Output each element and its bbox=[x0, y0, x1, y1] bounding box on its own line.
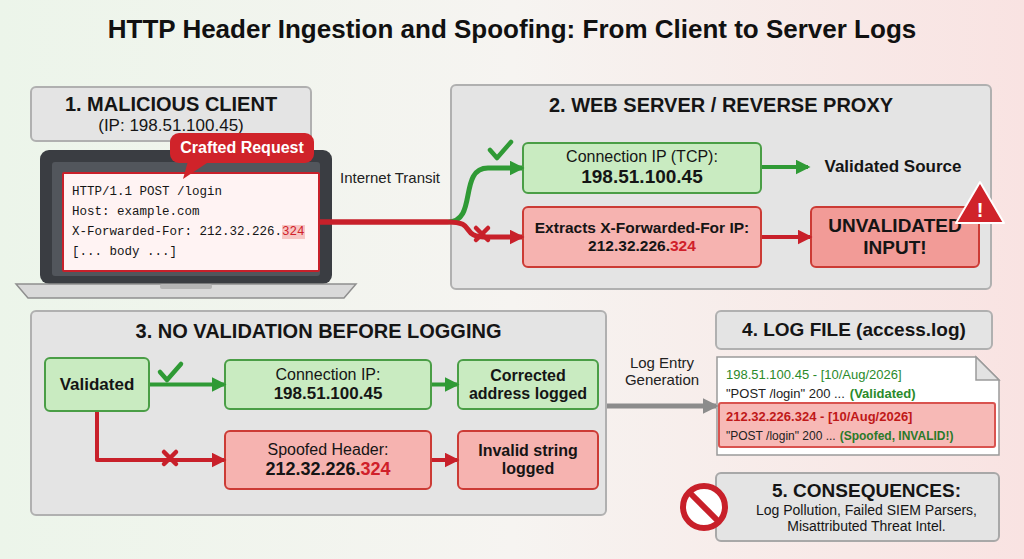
consequence-box: 5. CONSEQUENCES:Log Pollution, Failed SI… bbox=[715, 472, 1000, 542]
panel-heading: 4. LOG FILE (access.log) bbox=[715, 310, 993, 350]
node-text: Validated Source bbox=[825, 157, 962, 177]
laptop-lid bbox=[40, 150, 332, 284]
highlight-octet: 324 bbox=[282, 225, 305, 239]
node-text: Connection IP: bbox=[276, 366, 381, 384]
panel: 3. NO VALIDATION BEFORE LOGGING Validated… bbox=[30, 310, 607, 516]
node-text: 3. NO VALIDATION BEFORE LOGGING bbox=[136, 320, 502, 343]
node-text: "POST /login" 200 ... bbox=[726, 429, 836, 443]
node-text: Corrected address logged bbox=[462, 367, 594, 403]
request-screen: HTTP/1.1 POST /loginHost: example.comX-F… bbox=[62, 172, 320, 272]
warning-mark: ! bbox=[958, 197, 1002, 223]
node-text: Validated bbox=[60, 375, 135, 395]
node-text: [... body ...] bbox=[72, 242, 177, 262]
page-fold bbox=[976, 357, 999, 380]
panel: 2. WEB SERVER / REVERSE PROXY Connection … bbox=[450, 84, 992, 290]
node-text: 2. WEB SERVER / REVERSE PROXY bbox=[549, 94, 893, 117]
node-text: 198.51.100.45 bbox=[581, 166, 703, 188]
connector-line bbox=[320, 220, 448, 225]
node-text: Crafted Request bbox=[180, 139, 304, 157]
decision-box: Validated bbox=[44, 357, 150, 412]
node-text: 1. MALICIOUS CLIENT bbox=[65, 93, 277, 116]
highlight-octet: 324 bbox=[670, 237, 696, 254]
laptop-bezel bbox=[52, 162, 320, 276]
highlight-octet: 324 bbox=[361, 459, 391, 479]
process-box: Spoofed Header:212.32.226.324 bbox=[224, 430, 432, 490]
result-box: Corrected address logged bbox=[457, 359, 599, 410]
node-text: (Spoofed, INVALID!) bbox=[840, 429, 954, 443]
log-document: 198.51.100.45 - [10/Aug/2026] "POST /logi… bbox=[716, 356, 1000, 456]
log-entry: 212.32.226.324 - [10/Aug/2026] "POST /log… bbox=[718, 402, 996, 448]
node-text: (Validated) bbox=[850, 386, 916, 401]
edge-label: Log Entry Generation bbox=[607, 350, 717, 392]
node-text: 212.32.226.324 bbox=[265, 459, 390, 480]
node-text: Spoofed Header: bbox=[268, 441, 389, 459]
node-text: 5. CONSEQUENCES: bbox=[772, 480, 961, 502]
process-box: Extracts X-Forwarded-For IP: 212.32.226.… bbox=[522, 206, 762, 268]
alert-box: UNVALIDATED INPUT! bbox=[810, 206, 980, 268]
node-text: Host: example.com bbox=[72, 202, 200, 222]
node-text: 198.51.100.45 bbox=[274, 384, 383, 404]
node-text: 212.32.226.324 - [10/Aug/2026] bbox=[726, 408, 988, 426]
node-text: Invalid string logged bbox=[462, 442, 594, 478]
node-text: "POST /login" 200 ... bbox=[726, 386, 845, 401]
node-text: UNVALIDATED INPUT! bbox=[816, 215, 974, 259]
node-text: 4. LOG FILE (access.log) bbox=[742, 319, 966, 341]
status-text: Validated Source bbox=[808, 152, 978, 182]
callout-bubble: Crafted Request bbox=[170, 133, 314, 163]
connector-line bbox=[320, 220, 448, 225]
node-text: Log Pollution, Failed SIEM Parsers, Misa… bbox=[739, 502, 994, 534]
page-shape bbox=[717, 357, 999, 455]
node-text: Connection IP (TCP): bbox=[566, 148, 718, 166]
node-text: 198.51.100.45 - [10/Aug/2026] bbox=[726, 365, 990, 384]
laptop-base bbox=[16, 284, 356, 298]
diagram-title: HTTP Header Ingestion and Spoofing: From… bbox=[0, 14, 1024, 45]
process-box: Connection IP:198.51.100.45 bbox=[224, 359, 432, 410]
process-box: Connection IP (TCP):198.51.100.45 bbox=[522, 142, 762, 194]
node-text: HTTP/1.1 POST /login bbox=[72, 182, 222, 202]
connector bbox=[607, 406, 716, 407]
connector-line bbox=[607, 404, 716, 409]
laptop-notch bbox=[160, 284, 212, 289]
node-text: Extracts X-Forwarded-For IP: 212.32.226.… bbox=[528, 219, 756, 255]
result-box: Invalid string logged bbox=[457, 430, 599, 490]
edge-label: Internet Transit bbox=[338, 156, 442, 198]
node-text: X-Forwarded-For: 212.32.226.324 bbox=[72, 222, 305, 242]
